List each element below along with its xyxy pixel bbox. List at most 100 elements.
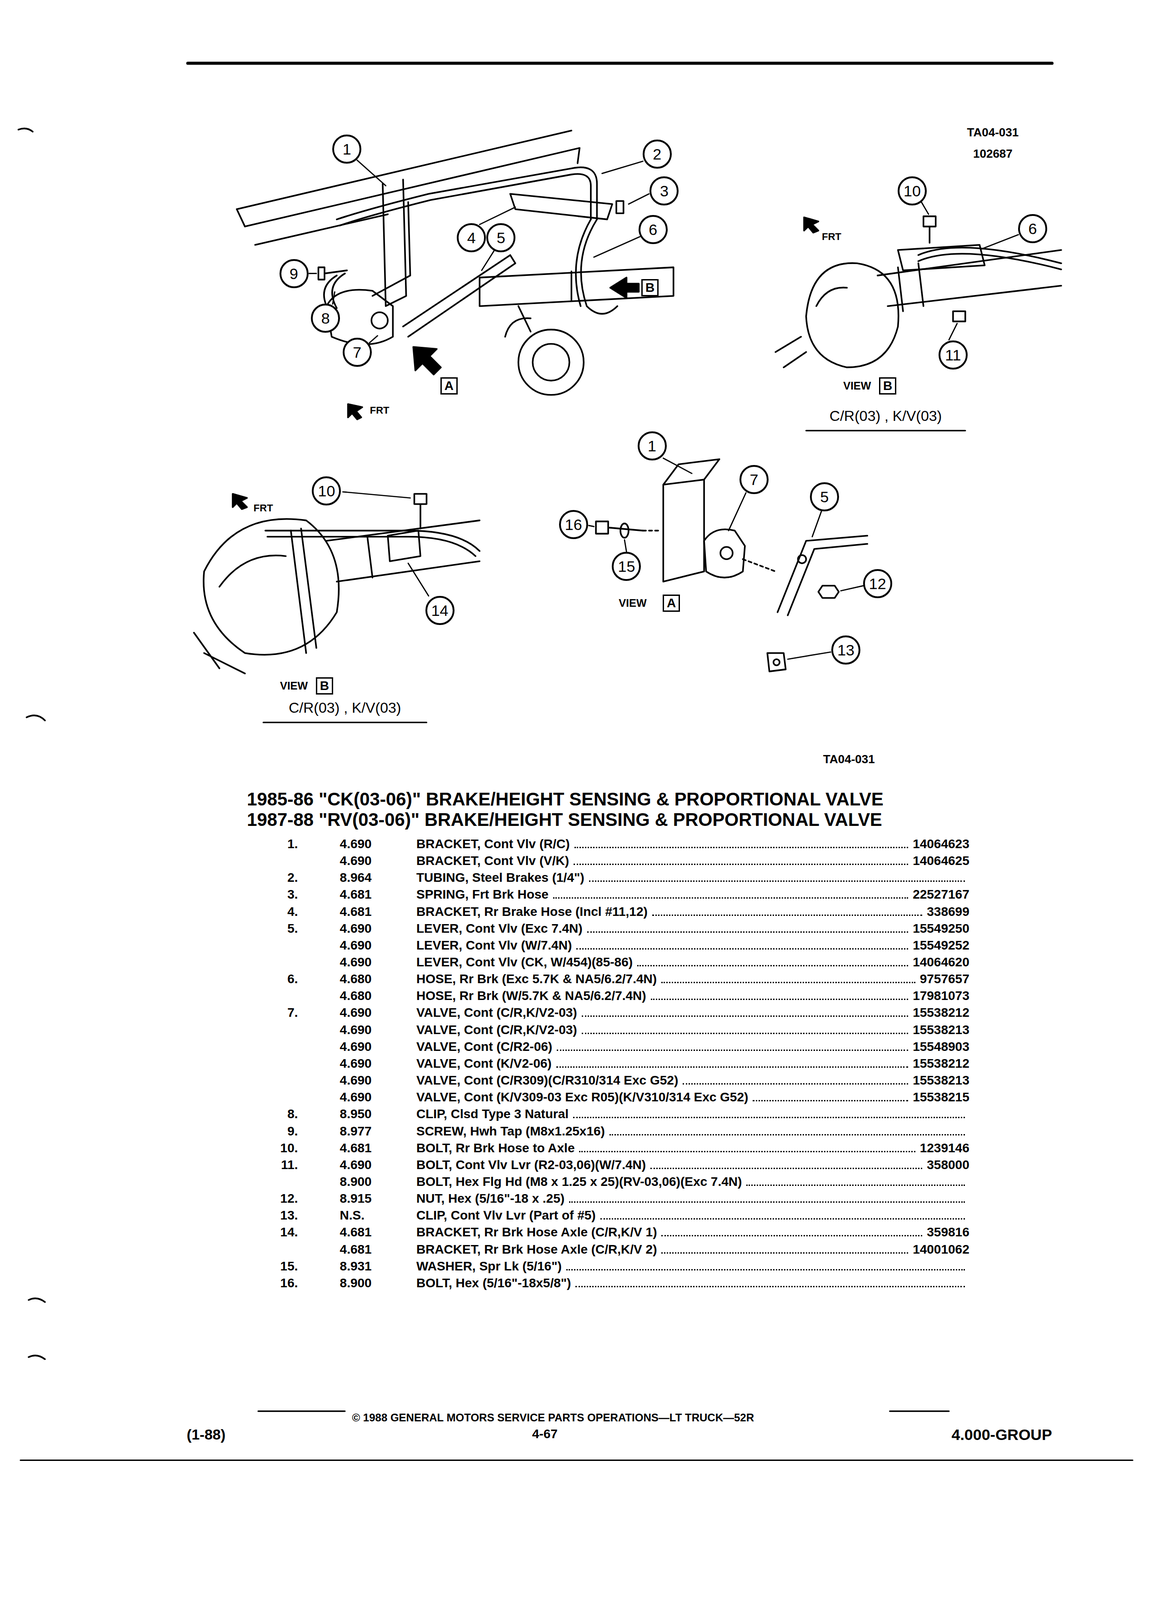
- callout-circle: 5: [809, 482, 840, 512]
- part-description: VALVE, Cont (K/V309-03 Exc R05)(K/V310/3…: [416, 1090, 749, 1104]
- parts-row: VALVE, Cont (K/V309-03 Exc R05)(K/V310/3…: [416, 1090, 970, 1104]
- drawing-number: TA04-031: [823, 753, 875, 766]
- callout-circle: 4: [456, 223, 486, 253]
- parts-row: VALVE, Cont (C/R,K/V2-03)15538212: [416, 1005, 970, 1020]
- callout-number: 1: [342, 141, 352, 157]
- callout-circle: 7: [342, 337, 372, 367]
- parts-row: VALVE, Cont (C/R2-06) 15548903: [416, 1039, 970, 1054]
- parts-row: CLIP, Clsd Type 3 Natural: [416, 1107, 970, 1121]
- group-code: 4.681: [339, 1225, 372, 1239]
- parts-row: BOLT, Hex (5/16"-18x5/8"): [416, 1276, 970, 1290]
- group-code: 4.680: [339, 972, 372, 986]
- callout-circle: 15: [611, 551, 641, 581]
- front-marker: FRT: [253, 502, 274, 514]
- part-number: 15549250: [912, 921, 970, 935]
- item-number: 4.: [287, 904, 298, 919]
- item-number: 7.: [287, 1005, 298, 1020]
- front-marker: FRT: [821, 231, 842, 242]
- group-code: 4.690: [339, 1005, 372, 1020]
- parts-row: BOLT, Rr Brk Hose to Axle1239146: [416, 1141, 970, 1155]
- view-box: A: [662, 594, 680, 612]
- dot-leader: [682, 1079, 909, 1085]
- callout-circle: 10: [311, 476, 341, 506]
- part-description: SCREW, Hwh Tap (M8x1.25x16): [416, 1124, 605, 1138]
- callout-circle: 14: [425, 595, 455, 625]
- callout-circle: 11: [938, 340, 968, 370]
- parts-row: BOLT, Cont Vlv Lvr (R2-03,06)(W/7.4N)358…: [416, 1158, 970, 1172]
- callout-circle: 8: [310, 303, 340, 333]
- part-number: 15548903: [912, 1039, 970, 1054]
- callout-circle: 3: [649, 176, 679, 206]
- group-code: 4.681: [339, 887, 372, 901]
- callout-number: 12: [869, 575, 887, 592]
- dot-leader: [652, 910, 923, 916]
- drawing-number: 102687: [973, 147, 1013, 160]
- callout-number: 16: [564, 516, 583, 533]
- callout-number: 6: [648, 221, 658, 238]
- part-number: 22527167: [912, 887, 970, 901]
- callout-circle: 9: [279, 259, 309, 289]
- dot-leader: [569, 1197, 965, 1203]
- dot-leader: [650, 1163, 923, 1169]
- dot-leader: [566, 1264, 965, 1270]
- part-number: 15538212: [912, 1005, 970, 1020]
- item-number: 10.: [280, 1141, 299, 1155]
- part-description: BOLT, Hex Flg Hd (M8 x 1.25 x 25)(RV-03,…: [416, 1174, 742, 1189]
- callout-number: 8: [321, 310, 330, 326]
- view-box: B: [641, 279, 659, 297]
- part-description: LEVER, Cont Vlv (CK, W/454)(85-86): [416, 955, 633, 969]
- dot-leader: [661, 1231, 923, 1237]
- part-description: VALVE, Cont (C/R309)(C/R310/314 Exc G52): [416, 1073, 679, 1087]
- callout-circle: 1: [332, 134, 362, 164]
- view-letter: B: [883, 379, 893, 393]
- callout-circle: 13: [831, 635, 861, 665]
- parts-row: VALVE, Cont (K/V2-06)15538212: [416, 1056, 970, 1070]
- model-note: C/R(03) , K/V(03): [829, 408, 942, 425]
- part-description: CLIP, Cont Vlv Lvr (Part of #5): [416, 1208, 596, 1222]
- dot-leader: [553, 893, 909, 899]
- dot-leader: [661, 978, 916, 984]
- group-code: 4.690: [339, 854, 372, 868]
- callout-number: 10: [317, 483, 335, 499]
- front-marker: FRT: [369, 404, 390, 416]
- item-number: 13.: [280, 1208, 299, 1222]
- parts-row: BRACKET, Rr Brk Hose Axle (C/R,K/V 2)140…: [416, 1242, 970, 1256]
- callout-number: 11: [944, 347, 961, 363]
- dot-leader: [609, 1129, 965, 1135]
- callout-number: 1: [647, 438, 657, 454]
- parts-row: CLIP, Cont Vlv Lvr (Part of #5): [416, 1208, 970, 1222]
- part-number: 14064623: [912, 837, 970, 851]
- view-box: B: [315, 677, 334, 695]
- part-description: NUT, Hex (5/16"-18 x .25): [416, 1191, 565, 1205]
- parts-row: VALVE, Cont (C/R309)(C/R310/314 Exc G52)…: [416, 1073, 970, 1087]
- group-code: 8.900: [339, 1276, 372, 1290]
- group-code: 8.931: [339, 1259, 372, 1273]
- dot-leader: [650, 994, 909, 1000]
- part-description: BRACKET, Rr Brk Hose Axle (C/R,K/V 1): [416, 1225, 658, 1239]
- dot-leader: [576, 944, 909, 950]
- parts-row: BOLT, Hex Flg Hd (M8 x 1.25 x 25)(RV-03,…: [416, 1174, 970, 1189]
- group-code: 4.690: [339, 938, 372, 952]
- parts-row: TUBING, Steel Brakes (1/4"): [416, 870, 970, 885]
- item-number: 2.: [287, 870, 298, 885]
- dot-leader: [556, 1062, 909, 1068]
- parts-row: SPRING, Frt Brk Hose22527167: [416, 887, 970, 901]
- group-code: 4.680: [339, 989, 372, 1003]
- item-number: 6.: [287, 972, 298, 986]
- group-code: 4.690: [339, 1090, 372, 1104]
- group-code: 4.690: [339, 1073, 372, 1087]
- callout-circle: 7: [739, 464, 769, 495]
- part-description: BRACKET, Rr Brake Hose (Incl #11,12): [416, 904, 648, 919]
- dot-leader: [581, 1028, 909, 1034]
- callout-circle: 1: [637, 431, 667, 461]
- parts-row: BRACKET, Cont Vlv (V/K)14064625: [416, 854, 970, 868]
- dot-leader: [573, 859, 909, 865]
- part-description: VALVE, Cont (C/R2-06): [416, 1039, 553, 1054]
- item-number: 3.: [287, 887, 298, 901]
- copyright-line: © 1988 GENERAL MOTORS SERVICE PARTS OPER…: [352, 1411, 755, 1424]
- part-number: 15549252: [912, 938, 970, 952]
- callout-circle: 2: [642, 139, 672, 169]
- page-number: 4-67: [532, 1427, 558, 1441]
- part-number: 359816: [926, 1225, 970, 1239]
- part-number: 15538215: [912, 1090, 970, 1104]
